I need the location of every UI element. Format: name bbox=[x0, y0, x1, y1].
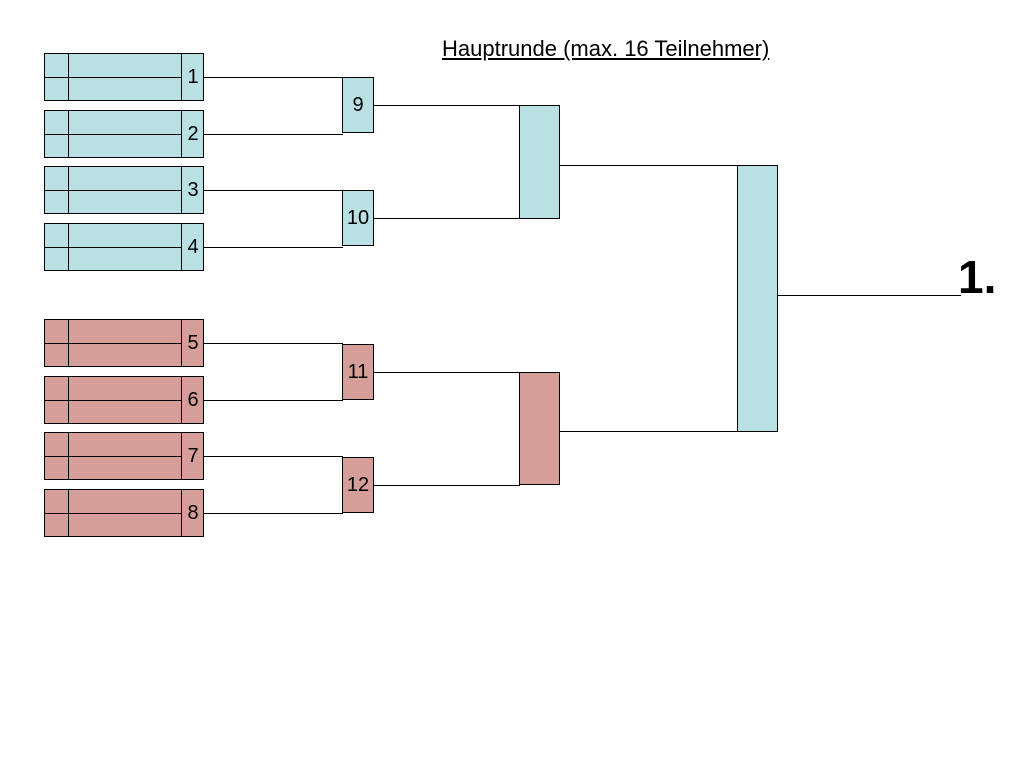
connector-semifinal-2 bbox=[559, 431, 738, 432]
slot-divider bbox=[45, 343, 182, 344]
player-slot-7[interactable]: 7 bbox=[44, 432, 204, 480]
semifinal-box-1[interactable] bbox=[519, 105, 560, 219]
match-box-12[interactable]: 12 bbox=[342, 457, 374, 513]
slot-divider bbox=[45, 134, 182, 135]
slot-number: 6 bbox=[187, 388, 199, 411]
player-slot-2[interactable]: 2 bbox=[44, 110, 204, 158]
winner-label: 1. bbox=[958, 251, 997, 303]
slot-number: 7 bbox=[187, 444, 199, 467]
slot-number: 8 bbox=[187, 501, 199, 524]
match-box-9[interactable]: 9 bbox=[342, 77, 374, 133]
connector-player-1 bbox=[204, 77, 343, 78]
player-slot-1[interactable]: 1 bbox=[44, 53, 204, 101]
connector-player-8 bbox=[204, 513, 343, 514]
connector-player-2 bbox=[204, 134, 343, 135]
connector-match-11 bbox=[374, 372, 520, 373]
connector-final-winner bbox=[777, 295, 961, 296]
connector-match-9 bbox=[374, 105, 520, 106]
player-slot-6[interactable]: 6 bbox=[44, 376, 204, 424]
connector-semifinal-1 bbox=[559, 165, 738, 166]
connector-player-6 bbox=[204, 400, 343, 401]
match-box-10[interactable]: 10 bbox=[342, 190, 374, 246]
slot-divider bbox=[45, 513, 182, 514]
player-slot-8[interactable]: 8 bbox=[44, 489, 204, 537]
bracket-title: Hauptrunde (max. 16 Teilnehmer) bbox=[442, 36, 770, 61]
connector-match-12 bbox=[374, 485, 520, 486]
slot-number: 5 bbox=[187, 331, 199, 354]
player-slot-5[interactable]: 5 bbox=[44, 319, 204, 367]
slot-divider bbox=[45, 400, 182, 401]
slot-number: 3 bbox=[187, 178, 199, 201]
connector-player-3 bbox=[204, 190, 343, 191]
slot-number: 4 bbox=[187, 235, 199, 258]
connector-player-5 bbox=[204, 343, 343, 344]
slot-divider bbox=[45, 456, 182, 457]
slot-divider bbox=[45, 77, 182, 78]
slot-divider bbox=[45, 190, 182, 191]
connector-player-4 bbox=[204, 247, 343, 248]
match-box-11[interactable]: 11 bbox=[342, 344, 374, 400]
semifinal-box-2[interactable] bbox=[519, 372, 560, 485]
connector-match-10 bbox=[374, 218, 520, 219]
slot-number: 2 bbox=[187, 122, 199, 145]
connector-player-7 bbox=[204, 456, 343, 457]
final-box[interactable] bbox=[737, 165, 778, 432]
slot-divider bbox=[45, 247, 182, 248]
slot-number: 1 bbox=[187, 65, 199, 88]
player-slot-4[interactable]: 4 bbox=[44, 223, 204, 271]
player-slot-3[interactable]: 3 bbox=[44, 166, 204, 214]
